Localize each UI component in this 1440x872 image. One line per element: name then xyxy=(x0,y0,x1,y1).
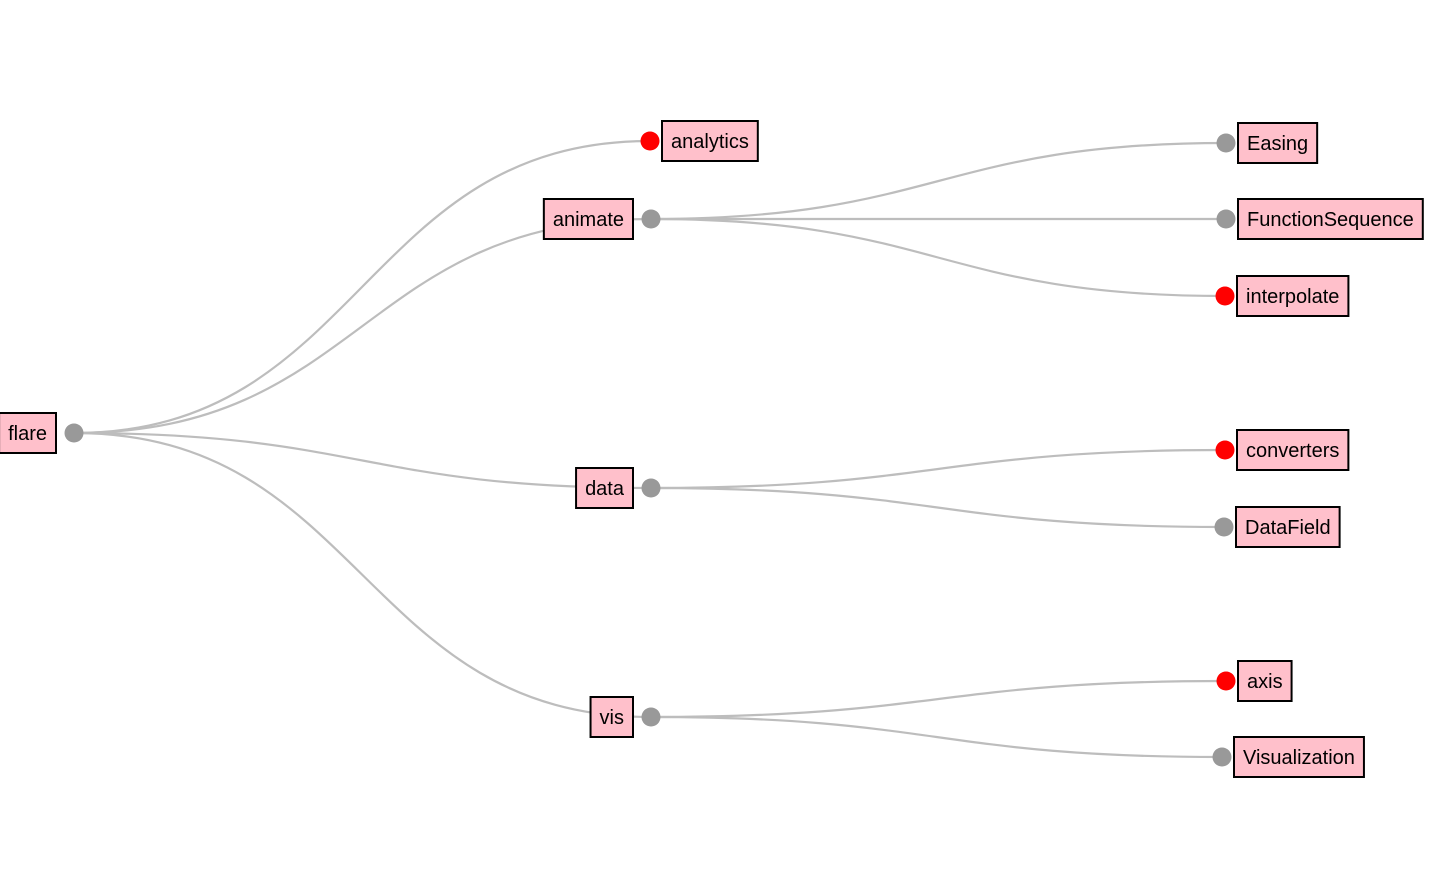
tree-node-animate: animate xyxy=(542,198,634,240)
node-label-text-converters: converters xyxy=(1246,440,1339,462)
node-dot-vis[interactable] xyxy=(641,707,661,727)
tree-link-data-DataField xyxy=(650,486,1225,529)
node-label-text-vis: vis xyxy=(600,707,624,729)
tree-link-data-converters xyxy=(650,448,1226,490)
node-label-box-axis[interactable] xyxy=(1237,660,1293,702)
node-label-box-flare[interactable] xyxy=(0,412,57,454)
node-dot-analytics[interactable] xyxy=(640,131,660,151)
tree-node-data: data xyxy=(575,467,634,509)
node-label-text-FunctionSequence: FunctionSequence xyxy=(1247,209,1414,231)
node-label-text-interpolate: interpolate xyxy=(1246,286,1339,308)
node-label-box-animate[interactable] xyxy=(542,198,634,240)
tree-link-animate-Easing xyxy=(650,141,1227,221)
tree-link-flare-vis xyxy=(73,431,652,719)
tree-node-FunctionSequence: FunctionSequence xyxy=(1237,198,1424,240)
node-label-box-data[interactable] xyxy=(575,467,634,509)
tree-node-converters: converters xyxy=(1236,429,1350,471)
node-dot-DataField[interactable] xyxy=(1214,517,1234,537)
tree-node-interpolate: interpolate xyxy=(1236,275,1350,317)
node-label-text-flare: flare xyxy=(8,423,47,445)
node-label-text-axis: axis xyxy=(1247,671,1283,693)
tree-node-DataField: DataField xyxy=(1235,506,1341,548)
node-label-text-animate: animate xyxy=(553,209,624,231)
node-label-text-analytics: analytics xyxy=(671,131,749,153)
node-dot-data[interactable] xyxy=(641,478,661,498)
node-dot-interpolate[interactable] xyxy=(1215,286,1235,306)
node-label-text-Easing: Easing xyxy=(1247,133,1308,155)
node-dot-Visualization[interactable] xyxy=(1212,747,1232,767)
node-label-box-vis[interactable] xyxy=(589,696,634,738)
dots-layer xyxy=(64,131,1236,767)
node-label-box-interpolate[interactable] xyxy=(1236,275,1350,317)
node-label-box-DataField[interactable] xyxy=(1235,506,1341,548)
node-dot-FunctionSequence[interactable] xyxy=(1216,209,1236,229)
node-dot-flare[interactable] xyxy=(64,423,84,443)
node-label-box-FunctionSequence[interactable] xyxy=(1237,198,1424,240)
tree-node-vis: vis xyxy=(589,696,634,738)
tree-node-analytics: analytics xyxy=(661,120,759,162)
node-label-text-data: data xyxy=(585,478,625,500)
node-dot-animate[interactable] xyxy=(641,209,661,229)
node-dot-Easing[interactable] xyxy=(1216,133,1236,153)
links-layer xyxy=(73,139,1227,759)
node-label-box-Visualization[interactable] xyxy=(1233,736,1365,778)
tree-node-Visualization: Visualization xyxy=(1233,736,1365,778)
tree-node-axis: axis xyxy=(1237,660,1293,702)
node-dot-converters[interactable] xyxy=(1215,440,1235,460)
node-label-box-Easing[interactable] xyxy=(1237,122,1319,164)
tree-link-animate-interpolate xyxy=(650,217,1226,298)
node-label-text-DataField: DataField xyxy=(1245,517,1331,539)
node-label-box-analytics[interactable] xyxy=(661,120,759,162)
tree-link-vis-axis xyxy=(650,679,1227,719)
node-label-box-converters[interactable] xyxy=(1236,429,1350,471)
tree-node-flare: flare xyxy=(0,412,57,454)
tree-link-vis-Visualization xyxy=(650,715,1223,759)
labels-layer: flare analytics animate EasingFunctionSeque… xyxy=(0,120,1424,778)
node-dot-axis[interactable] xyxy=(1216,671,1236,691)
tree-link-flare-data xyxy=(73,431,652,490)
tree-node-Easing: Easing xyxy=(1237,122,1319,164)
node-label-text-Visualization: Visualization xyxy=(1243,747,1355,769)
tree-link-flare-analytics xyxy=(73,139,651,435)
tree-link-flare-animate xyxy=(73,217,652,435)
